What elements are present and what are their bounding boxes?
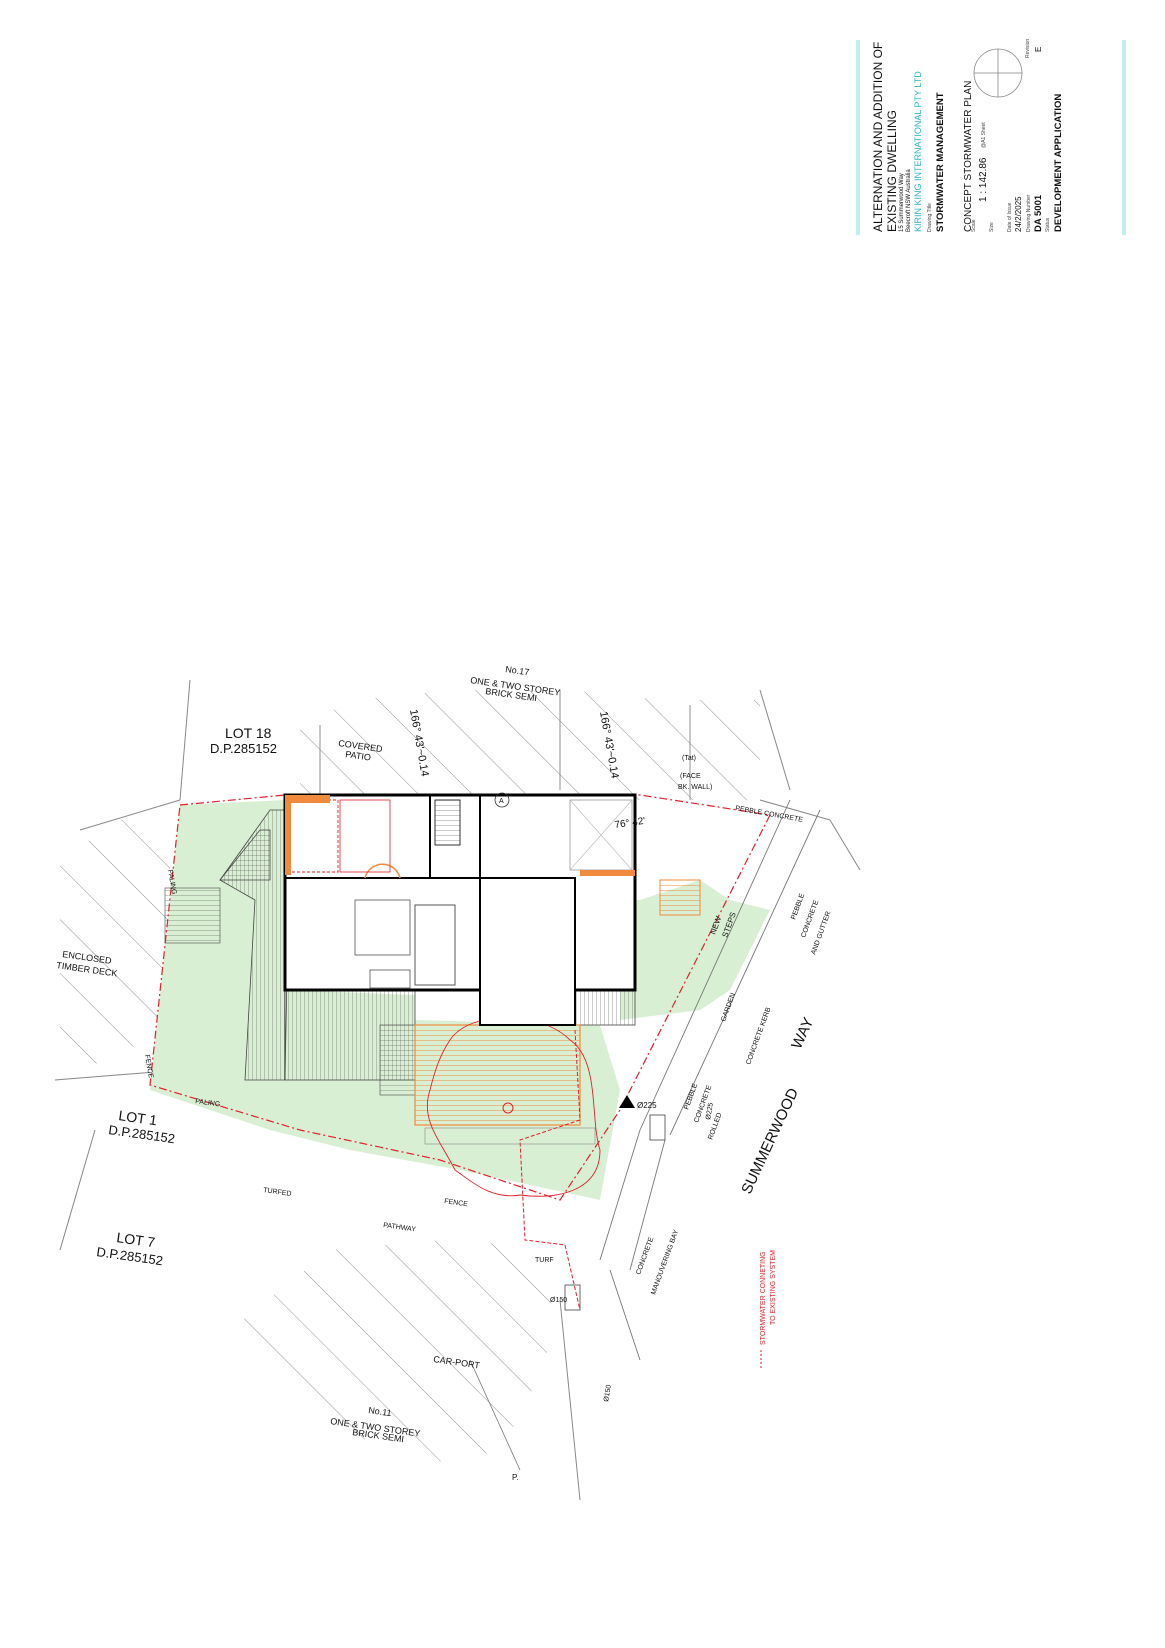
north-marker-triangle — [619, 1095, 635, 1108]
lot1-label: LOT 1 — [118, 1107, 159, 1128]
pebble-v-label: PEBBLE — [790, 892, 806, 920]
street-edge — [599, 799, 821, 1361]
pathway-label: PATHWAY — [383, 1222, 417, 1234]
stormwater-pit — [502, 1102, 514, 1114]
paling-left-label: PALING — [166, 869, 177, 895]
revision-value: E — [1034, 46, 1043, 52]
drawing-title-label: Drawing Title — [927, 203, 933, 232]
dia225b-label: Ø225 — [705, 1102, 715, 1120]
status-label: Status — [1045, 217, 1051, 232]
revision-label: Revision — [1025, 38, 1031, 58]
house-footprint — [283, 793, 637, 1026]
project-line-2: EXISTING DWELLING — [885, 109, 899, 232]
scale-value: 1 : 142.86 — [978, 157, 989, 202]
face-label: (FACE — [680, 773, 701, 780]
front-garden — [620, 880, 770, 1020]
drawing-number-label: Drawing Number — [1026, 194, 1032, 232]
bkwall-label: BK. WALL) — [678, 784, 712, 791]
drawing-number: DA 5001 — [1033, 194, 1044, 232]
title-block-accent-bottom — [1122, 40, 1126, 235]
turfed-label: TURFED — [263, 1187, 292, 1198]
concrete-kerb-label: CONCRETE KERB — [745, 1006, 772, 1065]
title-block: ALTERNATION AND ADDITION OF EXISTING DWE… — [856, 38, 1126, 235]
address-line-1: 15 Summerwood Way — [899, 173, 905, 232]
stormwater-note-1: STORMWATER CONNETING — [760, 1251, 767, 1345]
stormwater-pipe — [519, 1029, 581, 1311]
new-alfresco-deck — [414, 1024, 581, 1126]
neighbour-no11 — [230, 1240, 560, 1471]
turf-label: TURF — [535, 1257, 554, 1264]
date-label: Date of Issue — [1007, 202, 1013, 232]
p-label: P. — [512, 1473, 519, 1482]
tat-label: (Tat) — [682, 755, 696, 762]
no17-label: No.17 — [505, 664, 530, 677]
project-line-1: ALTERNATION AND ADDITION OF — [871, 41, 885, 232]
scale-label: Scale — [971, 219, 977, 232]
pebble-concrete-top: PEBBLE CONCRETE — [735, 805, 804, 824]
stormwater-outlet-top — [649, 1114, 666, 1141]
stormwater-outlet-bottom — [564, 1284, 581, 1311]
paling-bottom-label: PALING — [195, 1098, 221, 1108]
dp-top-label: D.P.285152 — [210, 741, 277, 756]
pebble2-label: PEBBLE — [683, 1082, 699, 1110]
company-name: KIRIN KING INTERNATIONAL PTY LTD — [913, 71, 923, 232]
section-marker-a-label: A — [499, 798, 504, 805]
title-block-accent-top — [856, 40, 860, 235]
address-line-2: Beecroft NSW Australia — [906, 169, 912, 232]
sheet-name: CONCEPT STORMWATER PLAN — [963, 80, 974, 232]
dia150a-label: Ø150 — [550, 1297, 567, 1304]
neighbour-enclosed-deck — [60, 815, 170, 1080]
rear-timber-deck — [164, 809, 416, 1096]
garden-label: GARDEN — [720, 992, 737, 1023]
drawing-title: STORMWATER MANAGEMENT — [935, 92, 946, 232]
fence-left-label: FENCE — [143, 1054, 154, 1079]
patio-label: PATIO — [345, 749, 372, 762]
no11-label: No.11 — [368, 1405, 393, 1418]
pavers-strip — [424, 1127, 596, 1145]
date-value: 24/2/2025 — [1014, 196, 1023, 232]
street-name-1: SUMMERWOOD — [738, 1085, 802, 1196]
scale-note: @A1 Sheet — [981, 122, 987, 148]
dia150b-label: Ø150 — [603, 1384, 613, 1402]
dp-mid-label: D.P.285152 — [108, 1122, 176, 1146]
tree-canopy — [426, 1017, 601, 1197]
site-boundary — [149, 794, 771, 1201]
street-name-2: WAY — [788, 1015, 817, 1052]
status-value: DEVELOPMENT APPLICATION — [1053, 93, 1064, 232]
lot18-label: LOT 18 — [225, 725, 272, 741]
neighbour-no17 — [300, 690, 760, 810]
concrete-bay1-label: CONCRETE — [635, 1236, 655, 1276]
fence-bottom-label: FENCE — [444, 1198, 469, 1208]
new-steps — [659, 879, 701, 916]
stormwater-note-2: TO EXISTING SYSTEM — [770, 1250, 777, 1325]
section-marker-a — [494, 792, 510, 808]
size-label: Size — [989, 222, 995, 232]
bearing-3: 76° 42' — [614, 816, 646, 831]
dia225a-label: Ø225 — [637, 1101, 657, 1110]
lot7-label: LOT 7 — [116, 1229, 157, 1250]
north-point-icon — [973, 48, 1023, 98]
